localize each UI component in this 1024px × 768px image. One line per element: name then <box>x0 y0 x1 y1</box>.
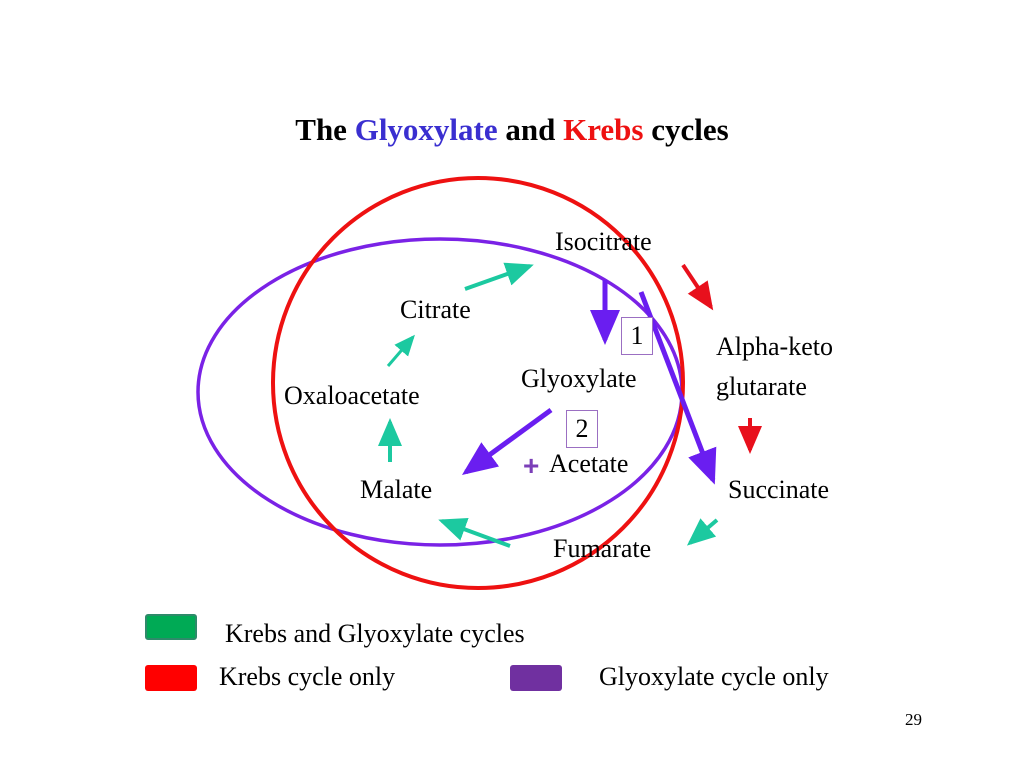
node-fumarate: Fumarate <box>553 534 652 563</box>
legend-swatch-glyoxylate <box>510 665 562 691</box>
title-part-1: The <box>295 112 355 147</box>
arrow-oxaloacetate-to-citrate <box>386 334 415 367</box>
title-krebs: Krebs <box>563 112 644 147</box>
plus-sign: + <box>523 450 540 481</box>
slide-title: The Glyoxylate and Krebs cycles <box>0 112 1024 148</box>
krebs-cycle-circle <box>271 176 685 590</box>
arrow-citrate-to-isocitrate <box>464 262 534 291</box>
legend-label-krebs: Krebs cycle only <box>219 662 396 691</box>
title-part-2: and <box>497 112 564 147</box>
legend-swatch-krebs <box>145 665 197 691</box>
node-alpha-keto: Alpha-keto <box>716 332 833 361</box>
node-acetate: Acetate <box>549 449 629 478</box>
title-part-3: cycles <box>643 112 729 147</box>
node-glutarate: glutarate <box>716 372 807 401</box>
node-citrate: Citrate <box>400 295 471 324</box>
arrow-succinate-to-fumarate <box>686 518 719 546</box>
legend-label-glyoxylate: Glyoxylate cycle only <box>599 662 829 691</box>
title-glyoxylate: Glyoxylate <box>354 112 498 147</box>
node-malate: Malate <box>360 475 433 504</box>
node-glyoxylate: Glyoxylate <box>521 364 637 393</box>
arrow-fumarate-to-malate <box>438 518 511 548</box>
step-1-box: 1 <box>621 317 653 355</box>
node-succinate: Succinate <box>728 475 830 504</box>
arrow-isocitrate-to-alpha-ketoglutarate <box>681 263 714 311</box>
node-isocitrate: Isocitrate <box>555 227 652 256</box>
legend-label-both: Krebs and Glyoxylate cycles <box>225 619 525 648</box>
step-2-box: 2 <box>566 410 598 448</box>
node-oxaloacetate: Oxaloacetate <box>284 381 420 410</box>
arrow-glyoxylate-to-malate <box>461 407 553 475</box>
legend-swatch-both <box>145 614 197 640</box>
page-number: 29 <box>905 710 922 729</box>
arrow-isocitrate-to-succinate <box>638 291 717 485</box>
